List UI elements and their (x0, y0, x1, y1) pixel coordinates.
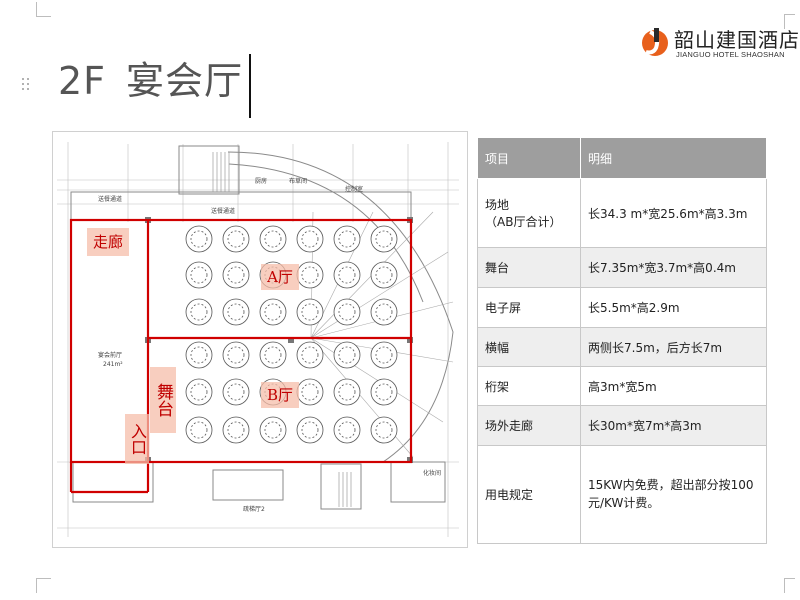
table-row: 用电规定 15KW内免费，超出部分按100元/KW计费。 (477, 445, 767, 544)
row-detail: 两侧长7.5m，后方长7m (580, 327, 767, 367)
table-chairs (338, 266, 356, 284)
label-service-passage: 送餐通道 (211, 208, 236, 215)
table-row: 场外走廊 长30m*宽7m*高3m (477, 405, 767, 446)
table-chairs (190, 383, 208, 401)
row-detail: 长34.3 m*宽25.6m*高3.3m (580, 178, 767, 248)
table-chairs (301, 346, 319, 364)
text-cursor (249, 54, 251, 118)
row-detail: 长30m*宽7m*高3m (580, 405, 767, 446)
table-chairs (190, 303, 208, 321)
table-row: 舞台 长7.35m*宽3.7m*高0.4m (477, 247, 767, 288)
table-chairs (375, 266, 393, 284)
row-detail: 高3m*宽5m (580, 366, 767, 406)
row-item: 电子屏 (477, 287, 581, 328)
table-chairs (338, 303, 356, 321)
label-service-passage: 送餐通道 (98, 196, 123, 203)
table-chairs (190, 346, 208, 364)
label-stage: 舞台 (150, 367, 176, 433)
page-title[interactable]: 2F 宴会厅 (58, 50, 243, 105)
table-row: 场地 （AB厅合计） 长34.3 m*宽25.6m*高3.3m (477, 178, 767, 248)
row-item-sub: （AB厅合计） (485, 215, 562, 229)
label-foyer: 宴会前厅 (98, 352, 123, 359)
table-chairs (338, 421, 356, 439)
header-item: 项目 (477, 137, 581, 179)
title-floor: 2F (58, 59, 107, 103)
table-chairs (301, 266, 319, 284)
table-row: 横幅 两侧长7.5m，后方长7m (477, 327, 767, 367)
label-makeup-room: 化妆间 (423, 470, 442, 477)
table-chairs (338, 346, 356, 364)
floor-plan-drawing (57, 142, 459, 537)
row-item: 横幅 (477, 327, 581, 367)
hotel-logo: 韶山建国酒店 JIANGUO HOTEL SHAOSHAN (640, 24, 799, 68)
header-detail: 明细 (580, 137, 767, 179)
logo-chinese-name: 韶山建国酒店 (674, 28, 800, 52)
table-chairs (264, 230, 282, 248)
label-entrance: 入口 (125, 414, 149, 464)
table-chairs (375, 303, 393, 321)
label-corridor: 走廊 (87, 228, 129, 256)
row-item-label: 场地 (485, 198, 510, 212)
title-hall-name: 宴会厅 (126, 59, 244, 103)
table-chairs (190, 421, 208, 439)
table-chairs (375, 230, 393, 248)
spec-table-header: 项目 明细 (477, 137, 767, 179)
table-chairs (301, 303, 319, 321)
drag-handle-icon[interactable] (22, 78, 30, 94)
label-kitchen: 厨房 (255, 178, 268, 185)
slide-corner-mark (784, 578, 795, 593)
table-chairs (301, 421, 319, 439)
table-chairs (264, 303, 282, 321)
slide-corner-mark (36, 2, 51, 17)
table-chairs (375, 346, 393, 364)
table-chairs (338, 383, 356, 401)
row-item: 舞台 (477, 247, 581, 288)
table-chairs (301, 230, 319, 248)
label-stairs: 疏梯厅2 (243, 506, 265, 513)
label-foyer-area: 241m² (103, 361, 123, 368)
label-pantry: 布草间 (289, 178, 308, 185)
table-chairs (375, 421, 393, 439)
table-chairs (227, 346, 245, 364)
row-detail: 长5.5m*高2.9m (580, 287, 767, 328)
slide-corner-mark (784, 14, 795, 29)
table-row: 电子屏 长5.5m*高2.9m (477, 287, 767, 328)
table-chairs (264, 346, 282, 364)
banquet-tables (185, 225, 398, 444)
label-control-room: 控制室 (345, 186, 364, 193)
row-item: 用电规定 (477, 445, 581, 544)
label-hall-a: A厅 (261, 264, 299, 290)
spec-table: 项目 明细 场地 （AB厅合计） 长34.3 m*宽25.6m*高3.3m 舞台… (477, 137, 767, 544)
table-chairs (227, 383, 245, 401)
row-detail: 15KW内免费，超出部分按100元/KW计费。 (580, 445, 767, 544)
slide-corner-mark (36, 578, 51, 593)
table-chairs (264, 421, 282, 439)
hotel-logo-mark-icon (642, 28, 668, 56)
table-chairs (301, 383, 319, 401)
row-detail: 长7.35m*宽3.7m*高0.4m (580, 247, 767, 288)
table-chairs (190, 230, 208, 248)
table-chairs (338, 230, 356, 248)
row-item: 场外走廊 (477, 405, 581, 446)
logo-english-name: JIANGUO HOTEL SHAOSHAN (676, 50, 785, 59)
row-item: 场地 （AB厅合计） (477, 178, 581, 248)
floor-plan-image[interactable]: 送餐通道 送餐通道 厨房 布草间 控制室 宴会前厅 241m² 化妆间 疏梯厅2… (52, 131, 468, 548)
table-chairs (227, 266, 245, 284)
table-chairs (227, 230, 245, 248)
table-row: 桁架 高3m*宽5m (477, 366, 767, 406)
table-chairs (375, 383, 393, 401)
table-chairs (227, 303, 245, 321)
row-item: 桁架 (477, 366, 581, 406)
table-chairs (190, 266, 208, 284)
label-hall-b: B厅 (261, 382, 299, 408)
table-chairs (227, 421, 245, 439)
